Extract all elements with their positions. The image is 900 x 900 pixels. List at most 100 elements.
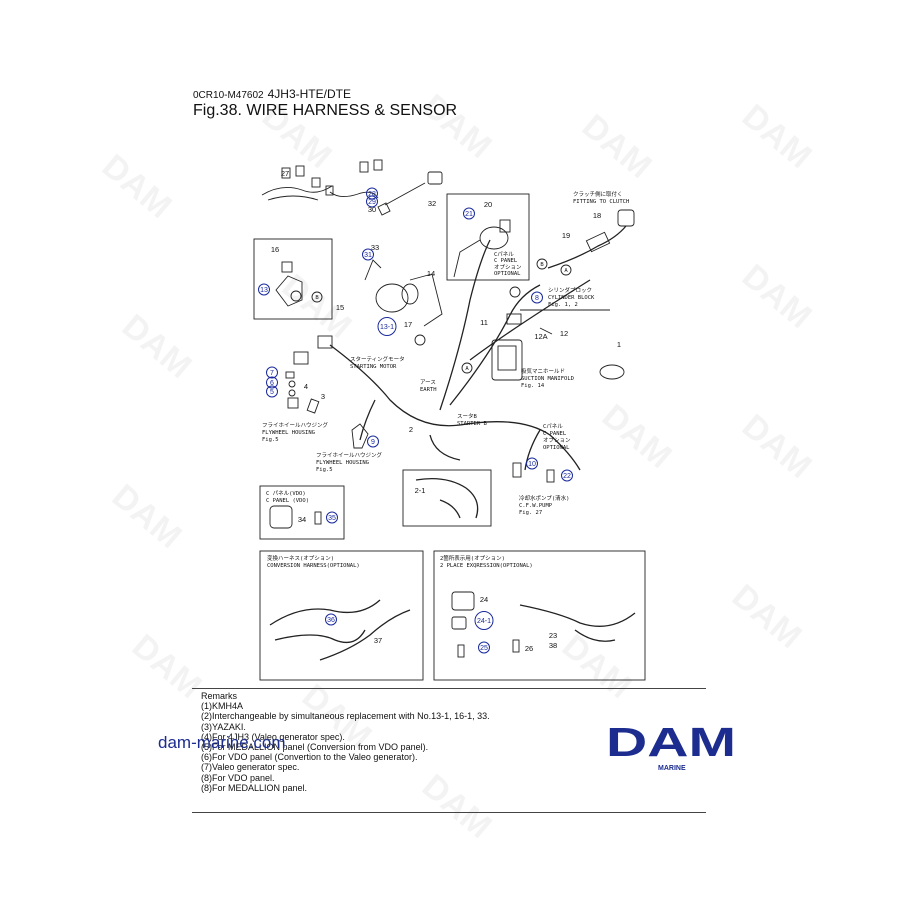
callout-circle [367,435,379,448]
connector-tag-circle [560,264,572,276]
callout-circle [366,195,378,208]
connector-tag-circle [461,362,473,374]
part-number: 12A [534,332,547,341]
engine-model: 4JH3-HTE/DTE [267,87,351,101]
part-number: 5 [270,389,274,396]
part-number: 4 [304,382,308,391]
part-number: 10 [528,461,536,468]
callout-circle [326,511,338,524]
diagram-note: CONVERSION HARNESS(OPTIONAL) [267,563,360,569]
diagram-note: オプション [494,264,522,271]
part-number: 33 [371,243,379,252]
remark-item: (6)For VDO panel (Convertion to the Vale… [201,752,418,763]
part-number: 13-1 [380,324,394,331]
diagram-note: FITTING TO CLUTCH [573,199,629,205]
suction-manifold-sensor [491,339,523,381]
part-number: 14 [427,269,435,278]
part-number: 2-1 [415,486,426,495]
diagram-note: スターティングモータ [350,355,405,363]
callout-circle [561,469,573,482]
part-number: 2 [409,425,413,434]
diagram-note: Cパネル [494,251,514,258]
callout-circle [531,291,543,304]
part-number: 29 [368,199,376,206]
part-number: 13 [260,287,268,294]
two-place-expression-box [433,550,646,681]
callout-circle [325,613,337,626]
part-number: 20 [484,200,492,209]
part-number: 9 [371,439,375,446]
part-number: 31 [364,252,372,259]
diagram-note: Fig.5 [262,437,279,443]
connector-tag: B [315,295,319,301]
part-number: 15 [336,303,344,312]
part-number: 18 [593,211,601,220]
diagram-note: 変換ハーネス(オプション) [267,554,334,562]
connector-tag: B [540,262,544,268]
connector-tag-circle [311,291,323,303]
part-number: 6 [270,380,274,387]
remark-item: (1)KMH4A [201,701,244,712]
part-number: 30 [368,205,376,214]
remarks-divider-bottom [192,812,706,813]
callout-circle [266,385,278,398]
diagram-note: C PANEL [494,258,518,264]
diagram-note: C PANEL [543,431,567,437]
part-number: 37 [374,636,382,645]
part-number: 24 [480,595,488,604]
part-number: 27 [281,169,289,178]
site-watermark: dam-marine.com [158,733,286,752]
diagram-note: FLYWHEEL HOUSING [262,430,315,436]
logo-wordmark: DAM [606,724,736,765]
part-number: 11 [480,318,488,327]
remarks-block: Remarks (1)KMH4A (2)Interchangeable by s… [201,691,490,793]
remark-item: (3)YAZAKI. [201,721,246,732]
part-number: 34 [298,515,306,524]
cpanel-optional-box [446,193,530,281]
diagram-note: Cパネル [543,423,563,430]
diagram-note: FLYWHEEL HOUSING [316,460,369,466]
callout-circle [366,187,378,200]
remarks-heading: Remarks [201,691,238,701]
diagram-note: アース [420,379,436,386]
callout-circle [463,207,475,220]
callout-circle [266,366,278,379]
connector-tag-circle [536,258,548,270]
part-number: 12 [560,329,568,338]
callout-circle [266,376,278,389]
part-number: 23 [549,631,557,640]
diagram-note: 2 PLACE EXQRESSION(OPTIONAL) [440,563,533,569]
remark-item: (5)For MEDALLION panel (Conversion from … [201,742,429,753]
diagram-note: CYLINDER BLOCK [548,295,595,301]
diagram-note: OPTIONAL [494,271,521,277]
part-number: 21 [465,211,473,218]
part-number: 32 [428,199,436,208]
part-number: 35 [328,515,336,522]
diagram-note: Fig. 1, 2 [548,302,578,308]
diagram-note: STARTER B [457,421,487,427]
diagram-note: 吸気マニホールド [521,367,565,375]
part-number: 19 [562,231,570,240]
part-number: 7 [270,370,274,377]
diagram-note: OPTIONAL [543,445,570,451]
part-number: 24-1 [477,618,491,625]
part-number: 16 [271,245,279,254]
diagram-note: シリンダブロック [548,286,592,294]
diagram-note: Fig.5 [316,467,333,473]
callout-circle [474,611,494,630]
part-number: 8 [535,295,539,302]
harness-top-group [261,159,443,216]
part-number: 38 [549,641,557,650]
diagram-note: C PANEL (VDO) [266,498,309,504]
diagram-note: C.F.W.PUMP [519,503,553,509]
figure-title: Fig.38. WIRE HARNESS & SENSOR [193,102,458,119]
remark-item: (2)Interchangeable by simultaneous repla… [201,711,490,722]
diagram-note: Fig. 27 [519,510,542,516]
part-number: 22 [563,473,571,480]
diagram-note: Fig. 14 [521,383,545,389]
part-number: 17 [404,320,412,329]
diagram-note: SUCTION MANIFOLD [521,376,574,382]
